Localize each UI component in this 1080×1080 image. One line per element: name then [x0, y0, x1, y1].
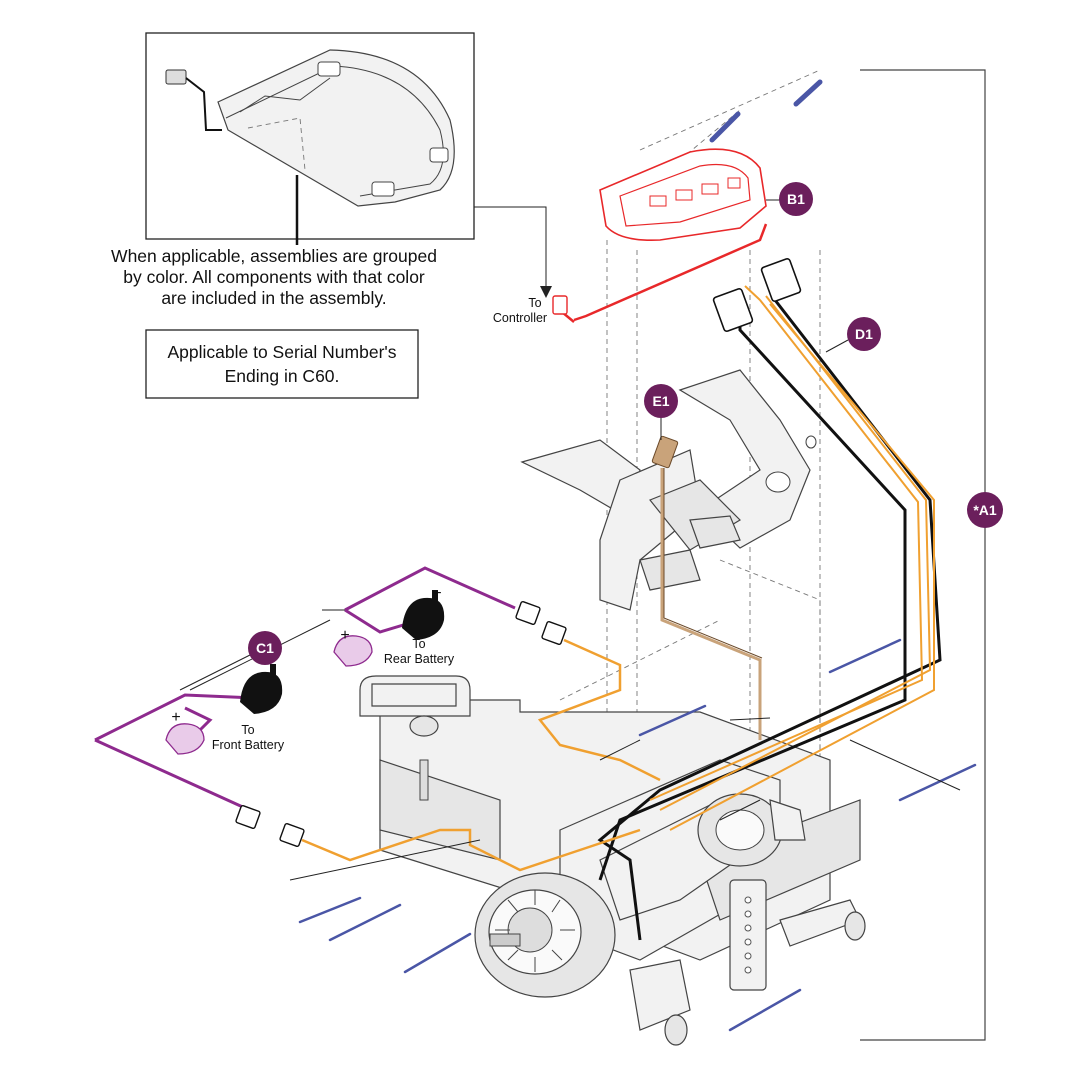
drive-motor [474, 793, 806, 998]
to-controller-label-1: To [528, 296, 541, 310]
d1-harness [597, 258, 942, 941]
rear-battery-label-2: Rear Battery [384, 652, 455, 666]
inset-controller-cover [217, 49, 455, 207]
callout-b1[interactable]: B1 [766, 182, 813, 216]
note-line-2: by color. All components with that color [123, 267, 425, 287]
b1-module [552, 148, 768, 323]
inset-leader-arrow [540, 286, 552, 298]
front-battery-plus-sign: + [171, 709, 180, 726]
callout-a1-label: *A1 [973, 502, 997, 518]
front-anderson-plug [235, 804, 261, 830]
to-controller-label-2: Controller [493, 311, 547, 325]
rear-battery-positive [333, 635, 373, 667]
battery-leads [301, 638, 661, 872]
callout-e1-label: E1 [652, 393, 669, 409]
callout-d1-label: D1 [855, 326, 873, 342]
rear-battery-plus-sign: + [340, 627, 349, 644]
serial-note-box [145, 329, 419, 399]
e1-connector [651, 435, 763, 740]
callout-c1-label: C1 [256, 640, 274, 656]
assembly-bracket [860, 69, 986, 1041]
serial-note-line-2: Ending in C60. [225, 366, 340, 386]
front-battery-label-2: Front Battery [212, 738, 285, 752]
rear-battery-label-1: To [412, 637, 425, 651]
callout-c1[interactable]: C1 [248, 631, 282, 665]
cable-ties [298, 638, 977, 1032]
serial-note-line-1: Applicable to Serial Number's [167, 342, 396, 362]
rear-anderson-plug [515, 600, 541, 626]
rear-battery-negative [402, 590, 445, 640]
inset-panel [145, 32, 475, 245]
b1-screws [709, 79, 823, 143]
inset-cable [165, 69, 299, 245]
front-battery-minus-sign: − [265, 669, 274, 686]
inset-leader [474, 206, 547, 292]
front-battery-label-1: To [241, 723, 254, 737]
callout-a1[interactable]: *A1 [967, 492, 1003, 528]
callout-b1-label: B1 [787, 191, 805, 207]
callout-d1[interactable]: D1 [825, 317, 881, 353]
front-anderson-socket [279, 822, 305, 848]
front-battery-positive [165, 723, 205, 755]
callout-e1[interactable]: E1 [644, 384, 678, 440]
note-line-3: are included in the assembly. [161, 288, 386, 308]
front-battery-negative [240, 664, 283, 714]
shroud [520, 369, 817, 611]
rear-anderson-socket [541, 620, 567, 646]
note-line-1: When applicable, assemblies are grouped [111, 246, 437, 266]
c1-battery-harness [94, 566, 567, 848]
rear-battery-minus-sign: − [432, 585, 441, 602]
